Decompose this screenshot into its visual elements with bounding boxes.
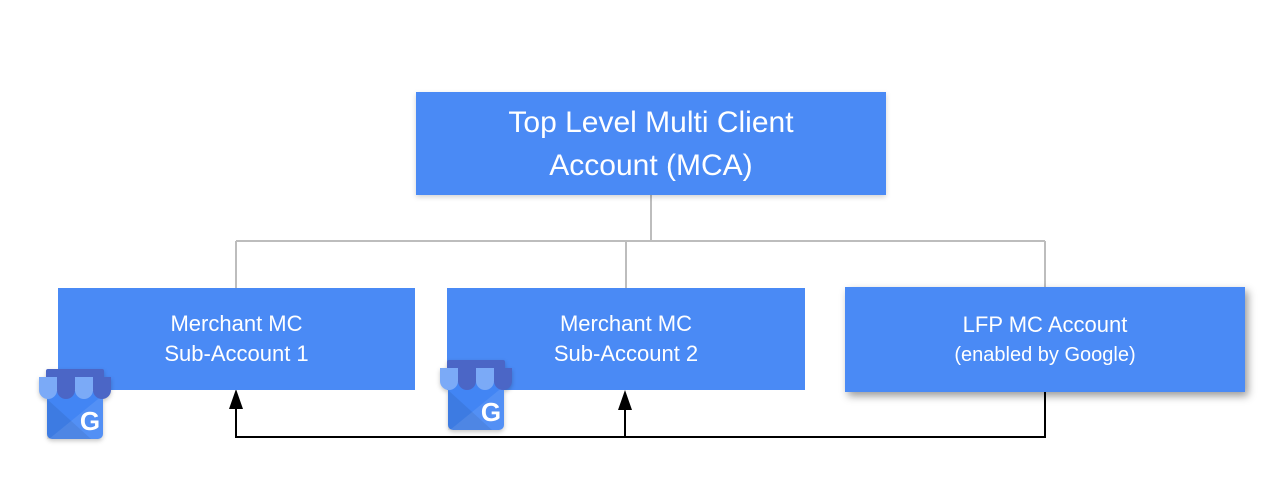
store-body	[448, 382, 504, 430]
node-label-line: Merchant MC	[170, 311, 303, 336]
awning-stripe-dark	[494, 368, 512, 390]
awning-stripe-dark	[458, 368, 476, 390]
node-label-line: Top Level Multi Client	[508, 105, 794, 139]
awning-stripe-dark	[93, 377, 111, 399]
arrowhead-to-sub-account-1	[229, 389, 243, 409]
node-label-line: (enabled by Google)	[954, 343, 1136, 366]
google-g-letter: G	[481, 397, 501, 427]
node-label-line: LFP MC Account	[962, 311, 1128, 337]
awning-stripe-light	[75, 377, 93, 399]
node-top-level-mca: Top Level Multi Client Account (MCA)	[416, 92, 886, 195]
node-label-line: Sub-Account 2	[553, 341, 699, 366]
store-body-shade	[448, 390, 492, 430]
awning-stripe-light	[39, 377, 57, 399]
tree-connector-lines	[235, 195, 1046, 288]
arrowhead-to-sub-account-2	[618, 390, 632, 410]
google-g-letter: G	[80, 406, 100, 436]
store-body-highlight	[450, 386, 504, 430]
store-body	[47, 391, 103, 439]
node-merchant-sub-account-1: Merchant MC Sub-Account 1	[58, 288, 415, 390]
node-label-line: Sub-Account 1	[164, 341, 309, 366]
node-lfp-mc-account: LFP MC Account (enabled by Google)	[845, 287, 1245, 392]
store-body-highlight	[49, 395, 103, 439]
store-body-shade	[47, 399, 91, 439]
awning-stripe-dark	[57, 377, 75, 399]
awning-stripe-light	[440, 368, 458, 390]
feed-arrow-path	[235, 392, 1046, 438]
node-label-line: Merchant MC	[559, 311, 693, 336]
google-my-business-icon: G	[39, 369, 111, 439]
awning-stripe-light	[476, 368, 494, 390]
node-label-line: Account (MCA)	[549, 148, 753, 182]
google-my-business-icon: G	[440, 360, 512, 430]
